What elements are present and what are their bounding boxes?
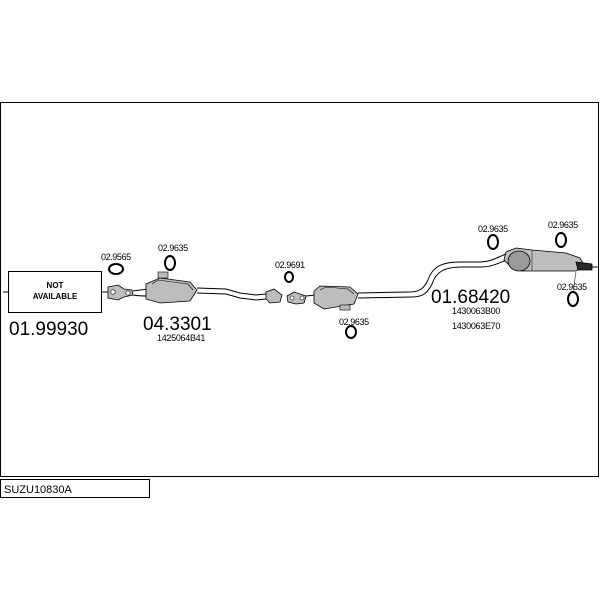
not-available-line2: AVAILABLE (33, 292, 78, 301)
gasket-mid-code: 02.9691 (275, 260, 305, 270)
rear-pipe-lower (357, 259, 508, 299)
gasket-front-icon (108, 263, 124, 275)
rubber-rear-tail-code: 02.9635 (557, 282, 587, 292)
rubber-front-cat-icon (164, 255, 176, 271)
middle-pipe-upper (196, 287, 267, 296)
rear-pipe-upper (357, 253, 507, 294)
rubber-rear-right-icon (555, 232, 567, 248)
front-flange-icon (107, 284, 134, 301)
mid-flange-2-icon (286, 291, 307, 305)
front-catalytic-converter-icon (145, 271, 198, 304)
diagram-frame (0, 102, 599, 477)
not-available-line1: NOT (47, 281, 64, 290)
gasket-mid-icon (284, 271, 294, 283)
mid-catalytic-converter-icon (313, 285, 359, 311)
rear-section-oem-1: 1430063B00 (452, 306, 500, 316)
not-available-box (8, 271, 102, 313)
rear-section-code: 01.68420 (431, 287, 510, 308)
rubber-rear-left-code: 02.9635 (478, 224, 508, 234)
front-cat-code: 04.3301 (143, 314, 212, 335)
gasket-front-code: 02.9565 (101, 252, 131, 262)
mid-flange-icon (265, 288, 283, 304)
rubber-rear-tail-icon (567, 291, 579, 307)
rear-silencer-icon (503, 247, 593, 272)
middle-pipe-lower (196, 292, 267, 301)
not-available-code: 01.99930 (9, 319, 88, 340)
rear-section-oem-2: 1430063E70 (452, 321, 500, 331)
rubber-mid-cat-code: 02.9635 (339, 317, 369, 327)
rubber-mid-cat-icon (345, 325, 357, 339)
rubber-front-cat-code: 02.9635 (158, 243, 188, 253)
front-cat-oem: 1425064B41 (157, 333, 205, 343)
reference-code-box (0, 479, 150, 498)
rubber-rear-left-icon (487, 234, 499, 250)
reference-code: SUZU10830A (4, 484, 73, 496)
rubber-rear-right-code: 02.9635 (548, 220, 578, 230)
rubber-rear-tail-leader (572, 271, 577, 293)
